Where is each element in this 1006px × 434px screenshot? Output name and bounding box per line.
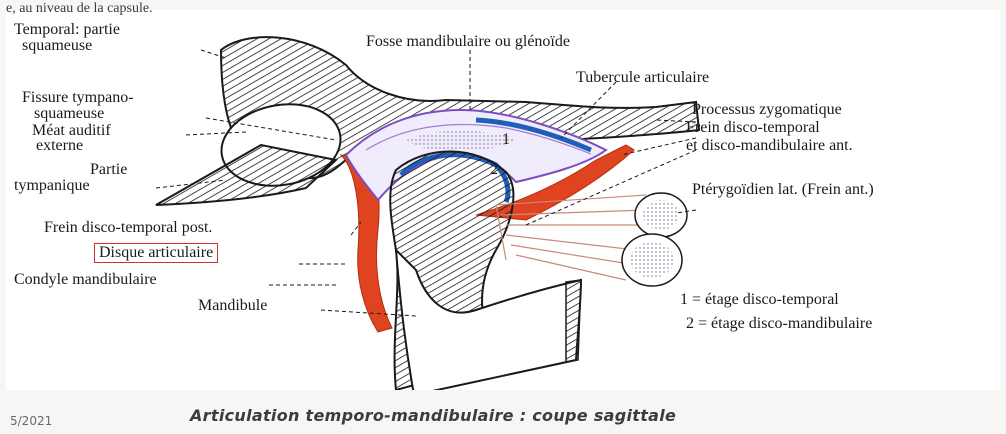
label-fosse: Fosse mandibulaire ou glénoïde xyxy=(366,34,570,50)
label-mandibule: Mandibule xyxy=(198,298,267,314)
label-frein-ant-line2: et disco-mandibulaire ant. xyxy=(686,138,853,154)
label-temporal-line1: Temporal: partie xyxy=(14,22,120,38)
footer-date: 5/2021 xyxy=(10,414,52,428)
label-fissure-line2: squameuse xyxy=(34,106,104,122)
label-frein-ant-line1: Frein disco-temporal xyxy=(686,120,820,136)
diagram-panel: e, au niveau de la capsule. xyxy=(6,10,1000,390)
label-meat-line2: externe xyxy=(36,138,83,154)
label-pterygoidien: Ptérygoïdien lat. (Frein ant.) xyxy=(692,182,874,198)
label-partie-line2: tympanique xyxy=(14,178,90,194)
label-tubercule: Tubercule articulaire xyxy=(576,70,709,86)
tmj-diagram xyxy=(6,10,1000,390)
label-num-1: 1 xyxy=(502,132,510,148)
label-partie-line1: Partie xyxy=(90,162,127,178)
label-fissure-line1: Fissure tympano- xyxy=(22,90,134,106)
label-temporal-line2: squameuse xyxy=(22,38,92,54)
legend-line1: 1 = étage disco-temporal xyxy=(680,292,839,308)
label-processus: Processus zygomatique xyxy=(692,102,842,118)
label-num-2: 2 xyxy=(490,162,498,178)
footer-title: Articulation temporo-mandibulaire : coup… xyxy=(190,406,676,425)
label-condyle: Condyle mandibulaire xyxy=(14,272,157,288)
tympanic-part xyxy=(156,145,336,205)
legend-line2: 2 = étage disco-mandibulaire xyxy=(686,316,872,332)
label-frein-post: Frein disco-temporal post. xyxy=(44,220,212,236)
label-disque-highlighted: Disque articulaire xyxy=(94,243,218,263)
